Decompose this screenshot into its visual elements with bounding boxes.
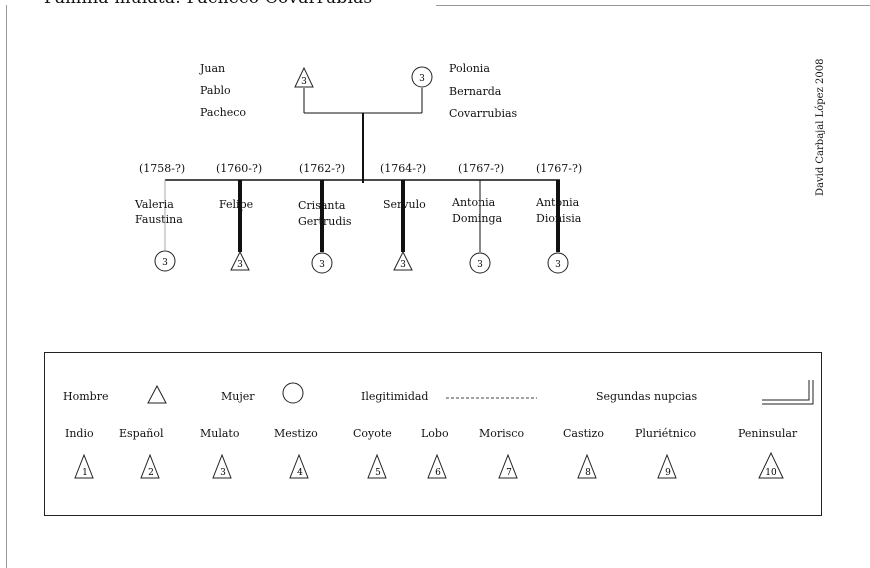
legend-mujer: Mujer bbox=[221, 390, 255, 403]
caste-label: Lobo bbox=[421, 427, 449, 440]
svg-text:3: 3 bbox=[220, 468, 226, 478]
page-frame-top bbox=[436, 5, 870, 6]
caste-label: Coyote bbox=[353, 427, 392, 440]
child-name: Faustina bbox=[135, 213, 183, 226]
mother-name-1: Polonia bbox=[449, 62, 490, 75]
caste-icon-4: 4 bbox=[289, 453, 309, 479]
child-symbol-valeria: 3 bbox=[154, 250, 176, 272]
male-triangle-icon bbox=[147, 384, 167, 404]
child-symbol-felipe: 3 bbox=[230, 250, 250, 271]
child-years: (1767-?) bbox=[458, 162, 505, 175]
caste-icon-10: 10 bbox=[758, 451, 784, 479]
svg-text:7: 7 bbox=[506, 468, 512, 478]
female-circle-icon bbox=[282, 382, 304, 404]
svg-text:4: 4 bbox=[297, 468, 303, 478]
caste-label: Español bbox=[119, 427, 164, 440]
caste-label: Morisco bbox=[479, 427, 525, 440]
page-frame-left bbox=[6, 5, 7, 568]
child-name: Antonia bbox=[536, 196, 580, 209]
svg-text:3: 3 bbox=[477, 260, 483, 270]
caste-icon-2: 2 bbox=[140, 453, 160, 479]
svg-text:9: 9 bbox=[665, 468, 671, 478]
svg-text:10: 10 bbox=[765, 468, 777, 478]
caste-label: Peninsular bbox=[738, 427, 798, 440]
child-name: Servulo bbox=[383, 198, 426, 211]
marriage-line bbox=[303, 88, 423, 183]
child-name: Valeria bbox=[135, 198, 174, 211]
child-name: Dionisia bbox=[536, 212, 582, 225]
child-name: Dominga bbox=[452, 212, 503, 225]
child-symbol-servulo: 3 bbox=[393, 250, 413, 271]
svg-text:3: 3 bbox=[319, 260, 325, 270]
caste-label: Castizo bbox=[563, 427, 604, 440]
child-years: (1767-?) bbox=[536, 162, 583, 175]
father-name-2: Pablo bbox=[200, 84, 231, 97]
child-name: Antonia bbox=[452, 196, 496, 209]
child-years: (1762-?) bbox=[299, 162, 346, 175]
caste-label: Pluriétnico bbox=[635, 427, 697, 440]
legend-hombre: Hombre bbox=[63, 390, 109, 403]
svg-text:8: 8 bbox=[585, 468, 591, 478]
mother-symbol: 3 bbox=[411, 66, 433, 88]
svg-text:2: 2 bbox=[148, 468, 154, 478]
legend-box bbox=[44, 352, 822, 516]
father-name-1: Juan bbox=[200, 62, 226, 75]
caste-label: Indio bbox=[65, 427, 94, 440]
legend-segundas: Segundas nupcias bbox=[596, 390, 698, 403]
child-symbol-antonia-dominga: 3 bbox=[469, 252, 491, 274]
child-years: (1764-?) bbox=[380, 162, 427, 175]
child-symbol-crisanta: 3 bbox=[311, 252, 333, 274]
father-code: 3 bbox=[301, 77, 307, 87]
page-title: Familia mulata: Pacheco Covarrubias bbox=[44, 0, 372, 8]
svg-text:3: 3 bbox=[400, 260, 406, 270]
mother-name-3: Covarrubias bbox=[449, 107, 518, 120]
caste-icon-7: 7 bbox=[498, 453, 518, 479]
svg-text:3: 3 bbox=[162, 258, 168, 268]
child-years: (1758-?) bbox=[139, 162, 186, 175]
father-symbol: 3 bbox=[294, 66, 314, 88]
second-marriage-icon bbox=[762, 380, 814, 405]
caste-icon-3: 3 bbox=[212, 453, 232, 479]
child-name: Gertrudis bbox=[298, 215, 352, 228]
svg-text:6: 6 bbox=[435, 468, 441, 478]
svg-text:1: 1 bbox=[82, 468, 88, 478]
caste-icon-5: 5 bbox=[367, 453, 387, 479]
svg-text:3: 3 bbox=[237, 260, 243, 270]
mother-name-2: Bernarda bbox=[449, 85, 502, 98]
caste-icon-9: 9 bbox=[657, 453, 677, 479]
mother-code: 3 bbox=[419, 74, 425, 84]
caste-icon-6: 6 bbox=[427, 453, 447, 479]
caste-label: Mestizo bbox=[274, 427, 318, 440]
legend-ilegitimidad: Ilegitimidad bbox=[361, 390, 429, 403]
caste-icon-1: 1 bbox=[74, 453, 94, 479]
father-name-3: Pacheco bbox=[200, 106, 247, 119]
child-years: (1760-?) bbox=[216, 162, 263, 175]
child-symbol-antonia-dionisia: 3 bbox=[547, 252, 569, 274]
caste-label: Mulato bbox=[200, 427, 240, 440]
child-name: Felipe bbox=[219, 198, 254, 211]
svg-text:5: 5 bbox=[375, 468, 381, 478]
child-name: Crisanta bbox=[298, 199, 346, 212]
caste-icon-8: 8 bbox=[577, 453, 597, 479]
svg-text:3: 3 bbox=[555, 260, 561, 270]
